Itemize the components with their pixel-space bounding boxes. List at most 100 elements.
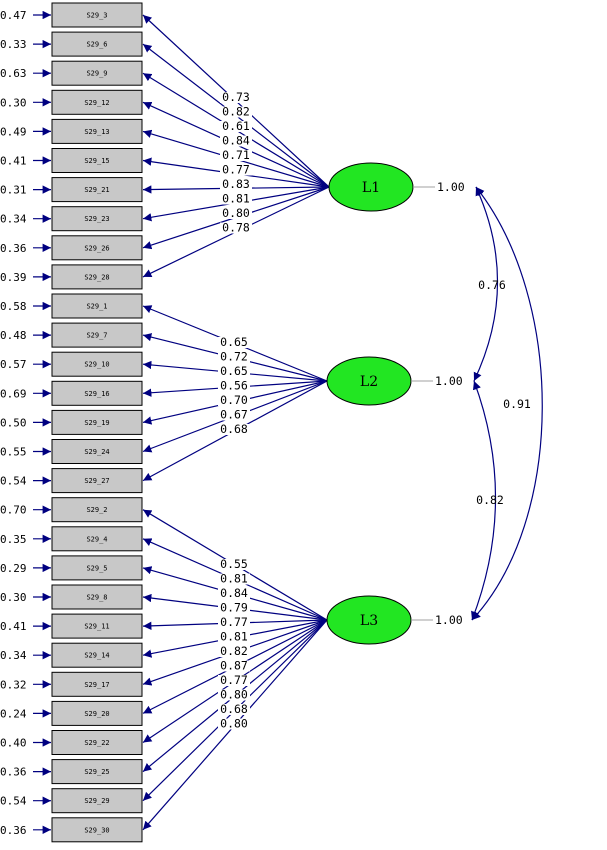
indicator-label: S29_15 — [84, 157, 109, 165]
latent-label: L3 — [360, 613, 378, 629]
loading-label: 0.65 — [220, 335, 248, 349]
indicator-box — [51, 409, 143, 435]
correlation-curve-l1-l3 — [471, 186, 543, 621]
error-variance-label: 0.57 — [0, 358, 27, 371]
indicator-box — [51, 89, 143, 115]
loading-label: 0.65 — [220, 364, 248, 378]
error-variance-label: 0.24 — [0, 707, 27, 720]
loading-label-bg — [218, 704, 250, 715]
loading-label: 0.71 — [222, 148, 250, 162]
loading-label-bg — [220, 106, 252, 118]
loading-label-bg — [218, 424, 250, 435]
loading-label-bg — [218, 718, 250, 730]
error-variance-label: 0.54 — [0, 795, 27, 808]
indicator-box — [51, 235, 143, 261]
indicator-label: S29_7 — [86, 332, 107, 340]
loading-label-bg — [218, 337, 250, 348]
error-variance-label: 0.36 — [0, 824, 27, 837]
loading-label-bg — [220, 121, 252, 132]
error-variance-label: 0.30 — [0, 591, 27, 604]
loading-label-bg — [218, 588, 250, 599]
loading-label-bg — [218, 366, 250, 377]
loading-label: 0.79 — [220, 601, 248, 615]
loading-label-bg — [218, 689, 250, 701]
indicator-label: S29_21 — [84, 186, 109, 194]
error-variance-label: 0.55 — [0, 446, 27, 459]
loading-label-bg — [218, 646, 250, 657]
error-variance-label: 0.35 — [0, 533, 27, 546]
indicator-box — [51, 118, 143, 144]
indicator-label: S29_11 — [84, 623, 109, 631]
loading-label-bg — [220, 135, 252, 147]
loading-label-bg — [218, 395, 250, 406]
loading-label: 0.78 — [222, 221, 250, 235]
indicator-label: S29_19 — [84, 419, 109, 427]
correlation-label: 0.76 — [478, 278, 506, 292]
indicator-box — [51, 177, 143, 203]
loading-label: 0.84 — [220, 586, 248, 600]
error-variance-label: 0.48 — [0, 329, 27, 342]
error-variance-label: 0.32 — [0, 678, 27, 691]
indicator-box — [51, 671, 143, 697]
loading-label: 0.70 — [220, 393, 248, 407]
indicator-box — [51, 60, 143, 86]
indicator-box — [51, 468, 143, 494]
error-variance-label: 0.40 — [0, 737, 27, 750]
loading-label: 0.61 — [222, 119, 250, 133]
indicator-box — [51, 497, 143, 523]
error-variance-label: 0.50 — [0, 416, 27, 429]
loading-label: 0.77 — [220, 673, 248, 687]
indicator-label: S29_14 — [84, 652, 109, 660]
loading-label-bg — [218, 631, 250, 643]
error-variance-label: 0.63 — [0, 67, 27, 80]
indicator-box — [51, 2, 143, 28]
loading-label-bg — [218, 409, 250, 421]
loading-label-bg — [220, 179, 252, 190]
latent-label: L1 — [362, 180, 380, 196]
indicator-label: S29_3 — [86, 12, 107, 20]
indicator-label: S29_26 — [84, 244, 109, 252]
indicator-label: S29_27 — [84, 477, 109, 485]
indicator-box — [51, 730, 143, 755]
error-variance-label: 0.41 — [0, 155, 27, 168]
loading-label-bg — [218, 617, 250, 628]
error-variance-label: 0.49 — [0, 125, 27, 138]
latent-variance-label: 1.00 — [435, 613, 463, 627]
indicator-box — [51, 148, 143, 173]
indicator-box — [51, 555, 143, 581]
error-variance-label: 0.29 — [0, 562, 27, 575]
error-variance-label: 0.54 — [0, 475, 27, 488]
indicator-label: S29_12 — [84, 99, 109, 107]
loading-label: 0.77 — [220, 615, 248, 629]
loading-label: 0.67 — [220, 408, 248, 422]
indicator-label: S29_22 — [84, 739, 109, 747]
error-variance-label: 0.36 — [0, 242, 27, 255]
indicator-label: S29_16 — [84, 390, 109, 398]
indicator-label: S29_8 — [86, 594, 107, 602]
indicator-label: S29_5 — [86, 564, 107, 572]
indicator-label: S29_13 — [84, 128, 109, 136]
loading-label-bg — [218, 559, 250, 570]
indicator-box — [51, 700, 143, 726]
error-variance-label: 0.70 — [0, 504, 27, 517]
error-variance-label: 0.36 — [0, 766, 27, 779]
indicator-box — [51, 817, 143, 843]
indicator-box — [51, 613, 143, 639]
loading-label-bg — [220, 222, 252, 234]
indicator-box — [51, 759, 143, 785]
correlation-label: 0.82 — [476, 493, 504, 507]
loading-label: 0.83 — [222, 177, 250, 191]
indicator-box — [51, 293, 143, 319]
correlation-label: 0.91 — [503, 397, 531, 411]
indicator-label: S29_10 — [84, 361, 109, 369]
indicator-box — [51, 584, 143, 610]
indicator-label: S29_2 — [86, 506, 107, 514]
error-variance-label: 0.33 — [0, 38, 27, 51]
loading-label: 0.87 — [220, 659, 248, 673]
loading-label-bg — [220, 193, 252, 205]
loading-label-bg — [218, 351, 250, 363]
indicator-label: S29_23 — [84, 215, 109, 223]
indicator-box — [51, 526, 143, 552]
